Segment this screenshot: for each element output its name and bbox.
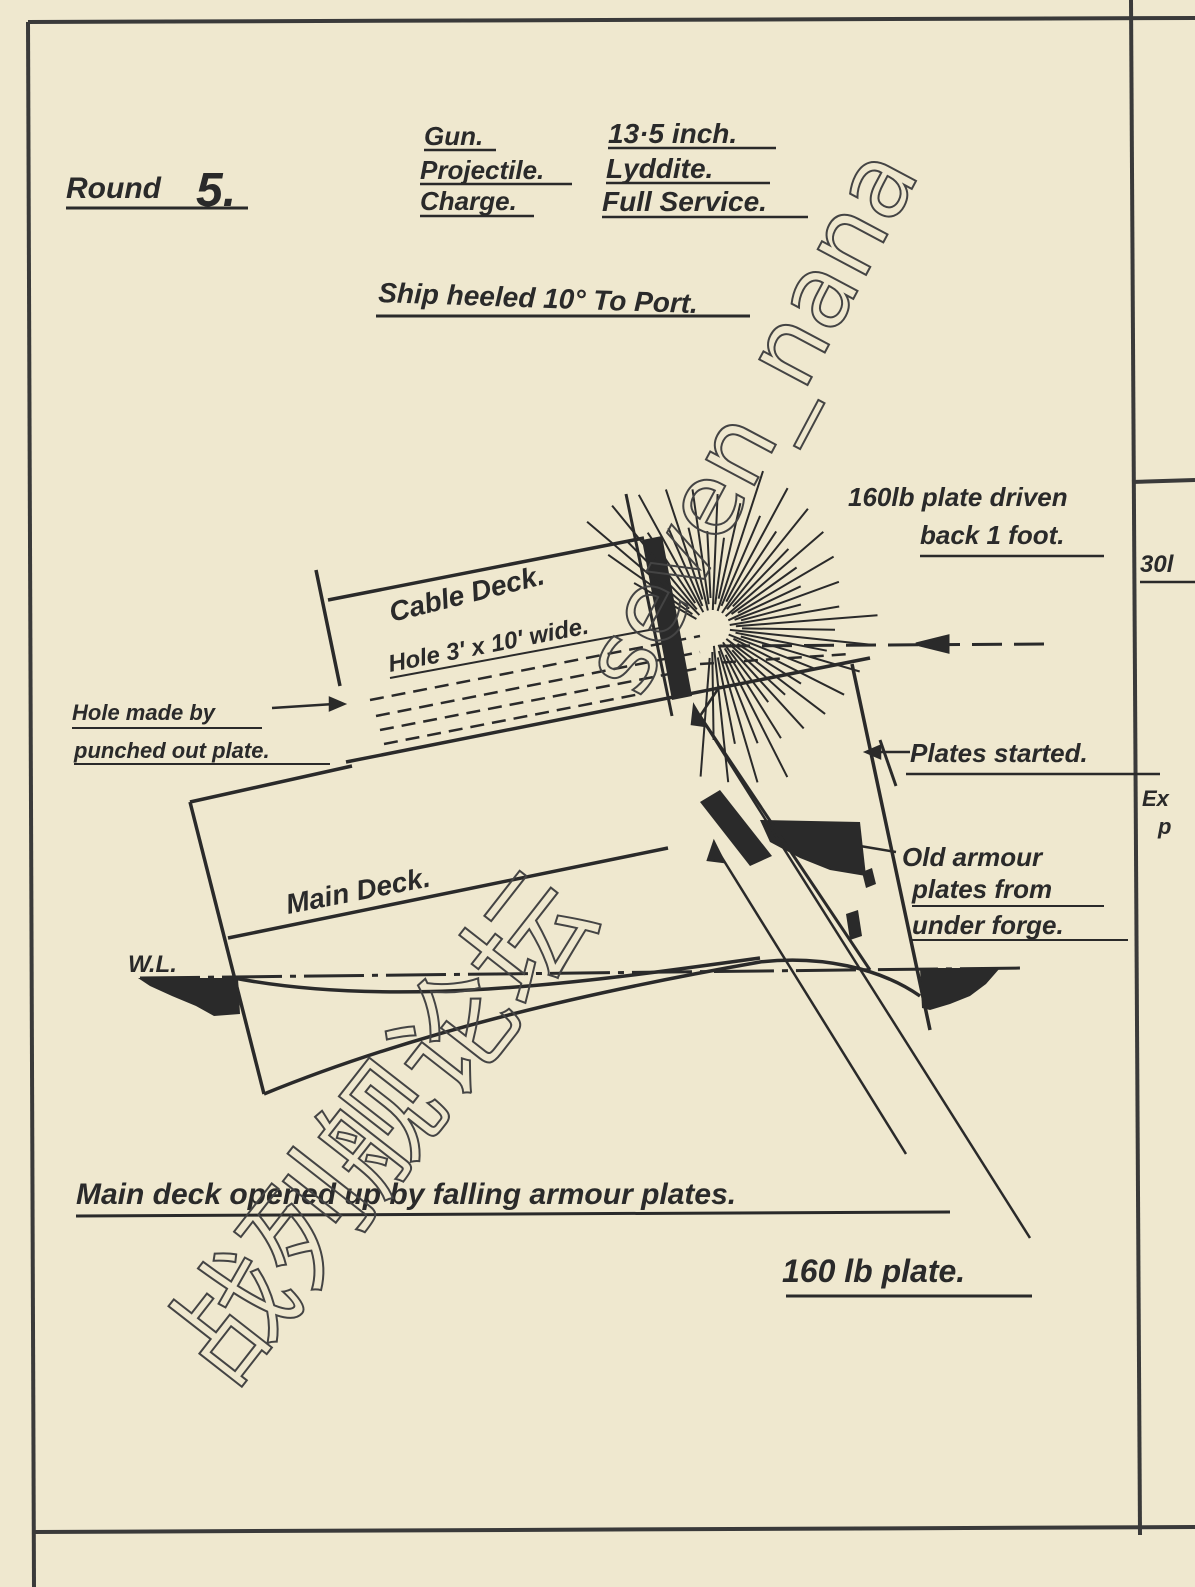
hole-made-text-1: Hole made by xyxy=(72,700,217,725)
burst-ray xyxy=(728,633,816,670)
burst-ray xyxy=(740,635,860,673)
shell-burst xyxy=(586,470,878,783)
main-deck-opened-underline xyxy=(75,1210,951,1218)
burst-ray xyxy=(607,553,693,616)
burst-ray xyxy=(691,489,710,605)
burst-ray xyxy=(720,515,762,607)
round-label: Round xyxy=(66,172,162,205)
burst-ray xyxy=(732,548,790,608)
spec-label-projectile: Projectile. xyxy=(420,155,544,185)
spec-label-underlines xyxy=(420,148,572,218)
watermark-chinese: 战列舰论坛 xyxy=(143,849,622,1407)
armour-belt xyxy=(642,536,876,940)
burst-ray xyxy=(731,649,805,730)
old-armour-text-3: under forge. xyxy=(912,910,1064,940)
spec-value-underlines xyxy=(602,146,808,219)
burst-ray xyxy=(667,527,704,607)
burst-ray xyxy=(732,637,845,696)
burst-ray xyxy=(586,520,690,610)
burst-ray xyxy=(717,644,759,744)
burst-ray xyxy=(729,628,872,646)
burst-ray xyxy=(717,650,759,783)
burst-ray xyxy=(723,647,782,739)
plate-fall-leaders xyxy=(690,685,1032,1239)
burst-ray xyxy=(736,643,802,685)
burst-ray xyxy=(741,627,836,631)
old-armour-text-2: plates from xyxy=(911,874,1052,904)
burst-ray xyxy=(727,585,802,622)
plates-started-label: Plates started. xyxy=(910,738,1088,768)
cable-deck-label: Cable Deck. xyxy=(386,559,548,627)
burst-ray xyxy=(699,657,711,777)
plate-driven-text-2: back 1 foot. xyxy=(920,520,1064,550)
edge-cut-text-3: p xyxy=(1157,814,1171,839)
burst-ray xyxy=(717,502,742,599)
burst-ray xyxy=(734,580,840,621)
burst-ray xyxy=(626,540,701,616)
burst-ray xyxy=(725,487,789,603)
annotation-leaders xyxy=(271,696,910,854)
edge-cut-text-2: Ex xyxy=(1142,786,1170,811)
burst-ray xyxy=(729,605,840,626)
edge-cut-text-1: 30l xyxy=(1140,551,1175,578)
hole-size-label: Hole 3' x 10' wide. xyxy=(386,613,591,678)
burst-ray xyxy=(712,645,730,783)
burst-ray xyxy=(611,504,698,611)
hole-made-text-2: punched out plate. xyxy=(73,738,270,763)
burst-ray xyxy=(724,654,789,778)
burst-ray xyxy=(724,531,824,617)
burst-ray xyxy=(706,531,712,599)
burst-ray xyxy=(726,508,809,610)
burst-ray xyxy=(716,657,736,744)
header-block: Round 5. Gun. Projectile. Charge. 13·5 i… xyxy=(66,118,808,319)
burst-ray xyxy=(637,494,705,613)
spec-label-gun: Gun. xyxy=(424,121,483,151)
burst-ray xyxy=(716,470,764,612)
heel-note: Ship heeled 10° To Port. xyxy=(378,277,699,319)
sheet-frame xyxy=(26,0,1195,1587)
waterline xyxy=(139,966,1025,980)
spec-label-charge: Charge. xyxy=(420,186,517,216)
old-armour-text-1: Old armour xyxy=(902,842,1044,872)
burst-ray xyxy=(740,603,802,622)
burst-ray xyxy=(725,638,826,715)
hole-size-underline xyxy=(389,627,661,679)
burst-ray xyxy=(633,582,697,620)
plate-driven-text-1: 160lb plate driven xyxy=(848,482,1068,512)
burst-ray xyxy=(646,532,697,604)
waterline-shading-left xyxy=(138,978,240,1016)
waterline-label: W.L. xyxy=(128,951,177,978)
spec-value-gun: 13·5 inch. xyxy=(608,118,737,149)
burst-ray xyxy=(730,566,798,615)
burst-ray xyxy=(737,555,835,614)
burst-ray xyxy=(687,527,709,611)
burst-ray xyxy=(714,537,725,605)
burst-ray xyxy=(664,489,704,600)
spec-value-charge: Full Service. xyxy=(602,186,767,217)
waterline-shading-right xyxy=(920,968,1000,1010)
trajectory-arrow xyxy=(719,634,1051,654)
burst-ray xyxy=(721,530,778,614)
burst-ray xyxy=(735,631,827,652)
main-deck-opened-label: Main deck opened up by falling armour pl… xyxy=(76,1178,736,1211)
burst-ray xyxy=(729,643,786,696)
burst-ray xyxy=(722,641,769,703)
spec-value-projectile: Lyddite. xyxy=(606,153,713,184)
burst-ray xyxy=(711,494,719,611)
burst-ray xyxy=(735,614,878,628)
plate-160-label: 160 lb plate. xyxy=(782,1253,965,1289)
